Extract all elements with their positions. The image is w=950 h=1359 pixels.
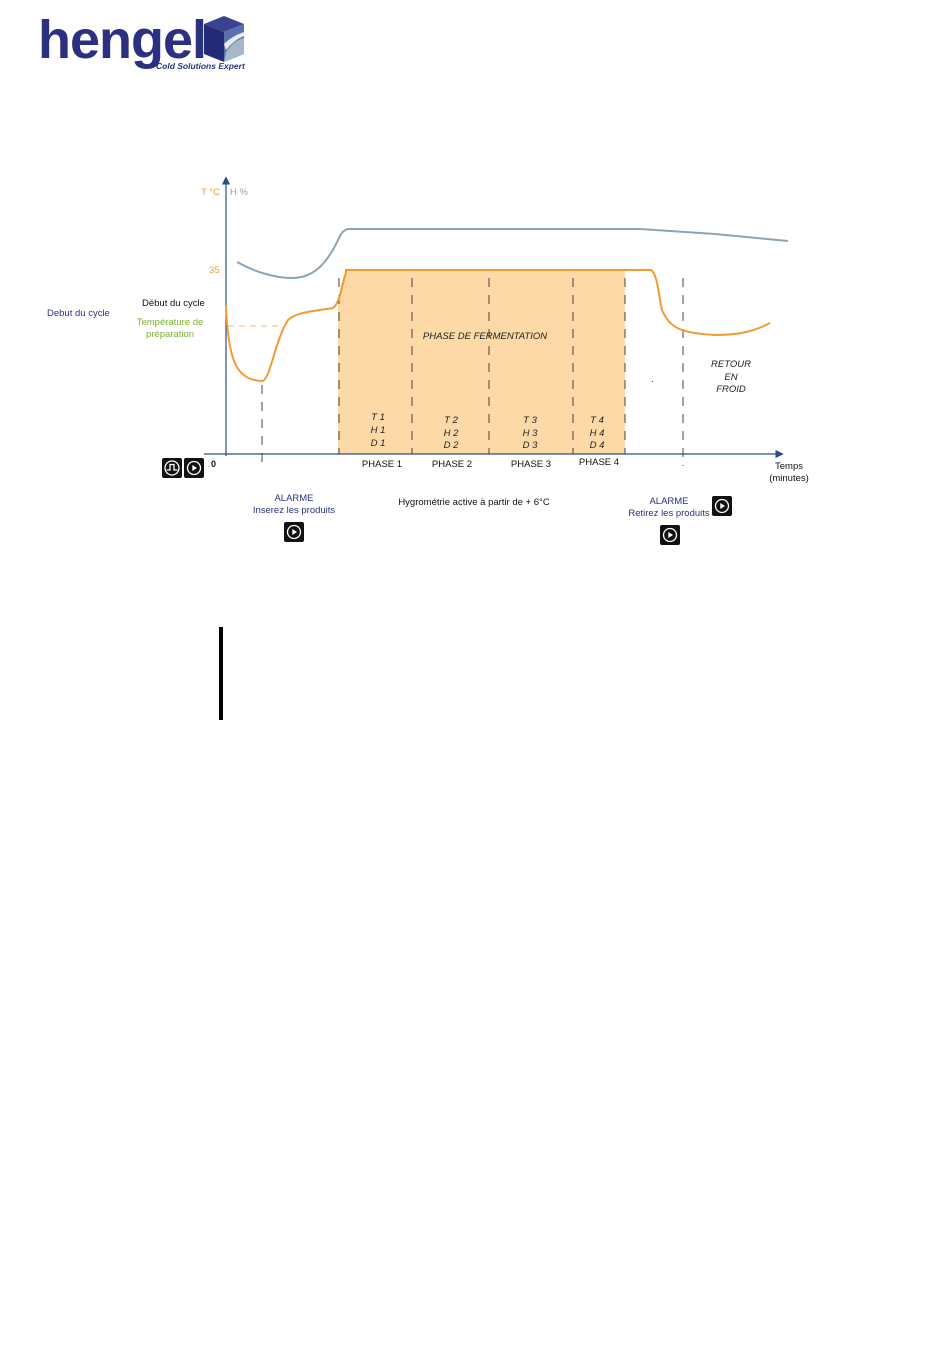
temp-prep-label-line2: préparation	[146, 329, 194, 340]
phase3-name: PHASE 3	[511, 459, 551, 470]
phase3-t: T 3	[523, 415, 537, 426]
cube-logo-icon	[204, 16, 244, 62]
logo-wordmark: hengel	[38, 10, 207, 70]
alarm1-title: ALARME	[274, 493, 313, 504]
hygrometry-note: Hygrométrie active à partir de + 6°C	[398, 497, 550, 508]
retour-line2: EN	[724, 372, 737, 383]
alarm1-text: Inserez les produits	[253, 505, 336, 516]
phase-names: PHASE 1 PHASE 2 PHASE 3 PHASE 4	[362, 457, 619, 470]
phase1-name: PHASE 1	[362, 459, 402, 470]
retour-en-froid: RETOUR EN FROID	[711, 359, 751, 395]
phase-parameters: T 1 H 1 D 1 T 2 H 2 D 2 T 3 H 3 D 3 T 4 …	[371, 412, 605, 451]
retour-line1: RETOUR	[711, 359, 751, 370]
fermentation-cycle-diagram: T °C H % 35 0 Temps (minutes) Debut du c…	[47, 176, 809, 519]
play-circle-icon[interactable]	[660, 525, 680, 545]
phase1-h: H 1	[371, 425, 386, 436]
phase-separators	[261, 278, 684, 466]
phase2-t: T 2	[444, 415, 458, 426]
phase1-t: T 1	[371, 412, 385, 423]
phase3-h: H 3	[523, 428, 539, 439]
x-axis-label-line1: Temps	[775, 461, 803, 472]
play-circle-icon[interactable]	[184, 458, 204, 478]
debut-cycle-left-label: Debut du cycle	[47, 308, 110, 319]
cycle-signal-icon[interactable]	[162, 458, 182, 478]
x-axis-label-line2: (minutes)	[769, 473, 809, 484]
phase4-d: D 4	[590, 440, 605, 451]
origin-label: 0	[211, 459, 216, 469]
play-circle-icon[interactable]	[712, 496, 732, 516]
phase4-t: T 4	[590, 415, 604, 426]
debut-cycle-label: Début du cycle	[142, 298, 205, 309]
alarm2-title: ALARME	[649, 496, 688, 507]
y-axis-humidity-label: H %	[230, 187, 249, 198]
phase3-d: D 3	[523, 440, 539, 451]
phase-fermentation-label: PHASE DE FERMENTATION	[423, 331, 547, 342]
logo-tagline: Cold Solutions Expert	[156, 61, 245, 71]
dot-mark: .	[651, 374, 654, 385]
y-axis-temp-label: T °C	[201, 187, 220, 198]
play-circle-icon[interactable]	[284, 522, 304, 542]
phase2-d: D 2	[444, 440, 460, 451]
y-tick-35: 35	[209, 265, 220, 276]
alarm2-text: Retirez les produits	[628, 508, 710, 519]
phase1-d: D 1	[371, 438, 386, 449]
hengel-logo: hengel Cold Solutions Expert	[38, 10, 258, 78]
fermentation-area	[338, 269, 625, 454]
phase4-h: H 4	[590, 428, 605, 439]
retour-line3: FROID	[716, 384, 746, 395]
vertical-bar	[219, 627, 223, 720]
phase2-h: H 2	[444, 428, 460, 439]
phase2-name: PHASE 2	[432, 459, 472, 470]
phase4-name: PHASE 4	[579, 457, 619, 468]
temperature-curve	[225, 269, 771, 383]
humidity-curve	[236, 228, 789, 280]
temp-prep-label-line1: Température de	[137, 317, 204, 328]
